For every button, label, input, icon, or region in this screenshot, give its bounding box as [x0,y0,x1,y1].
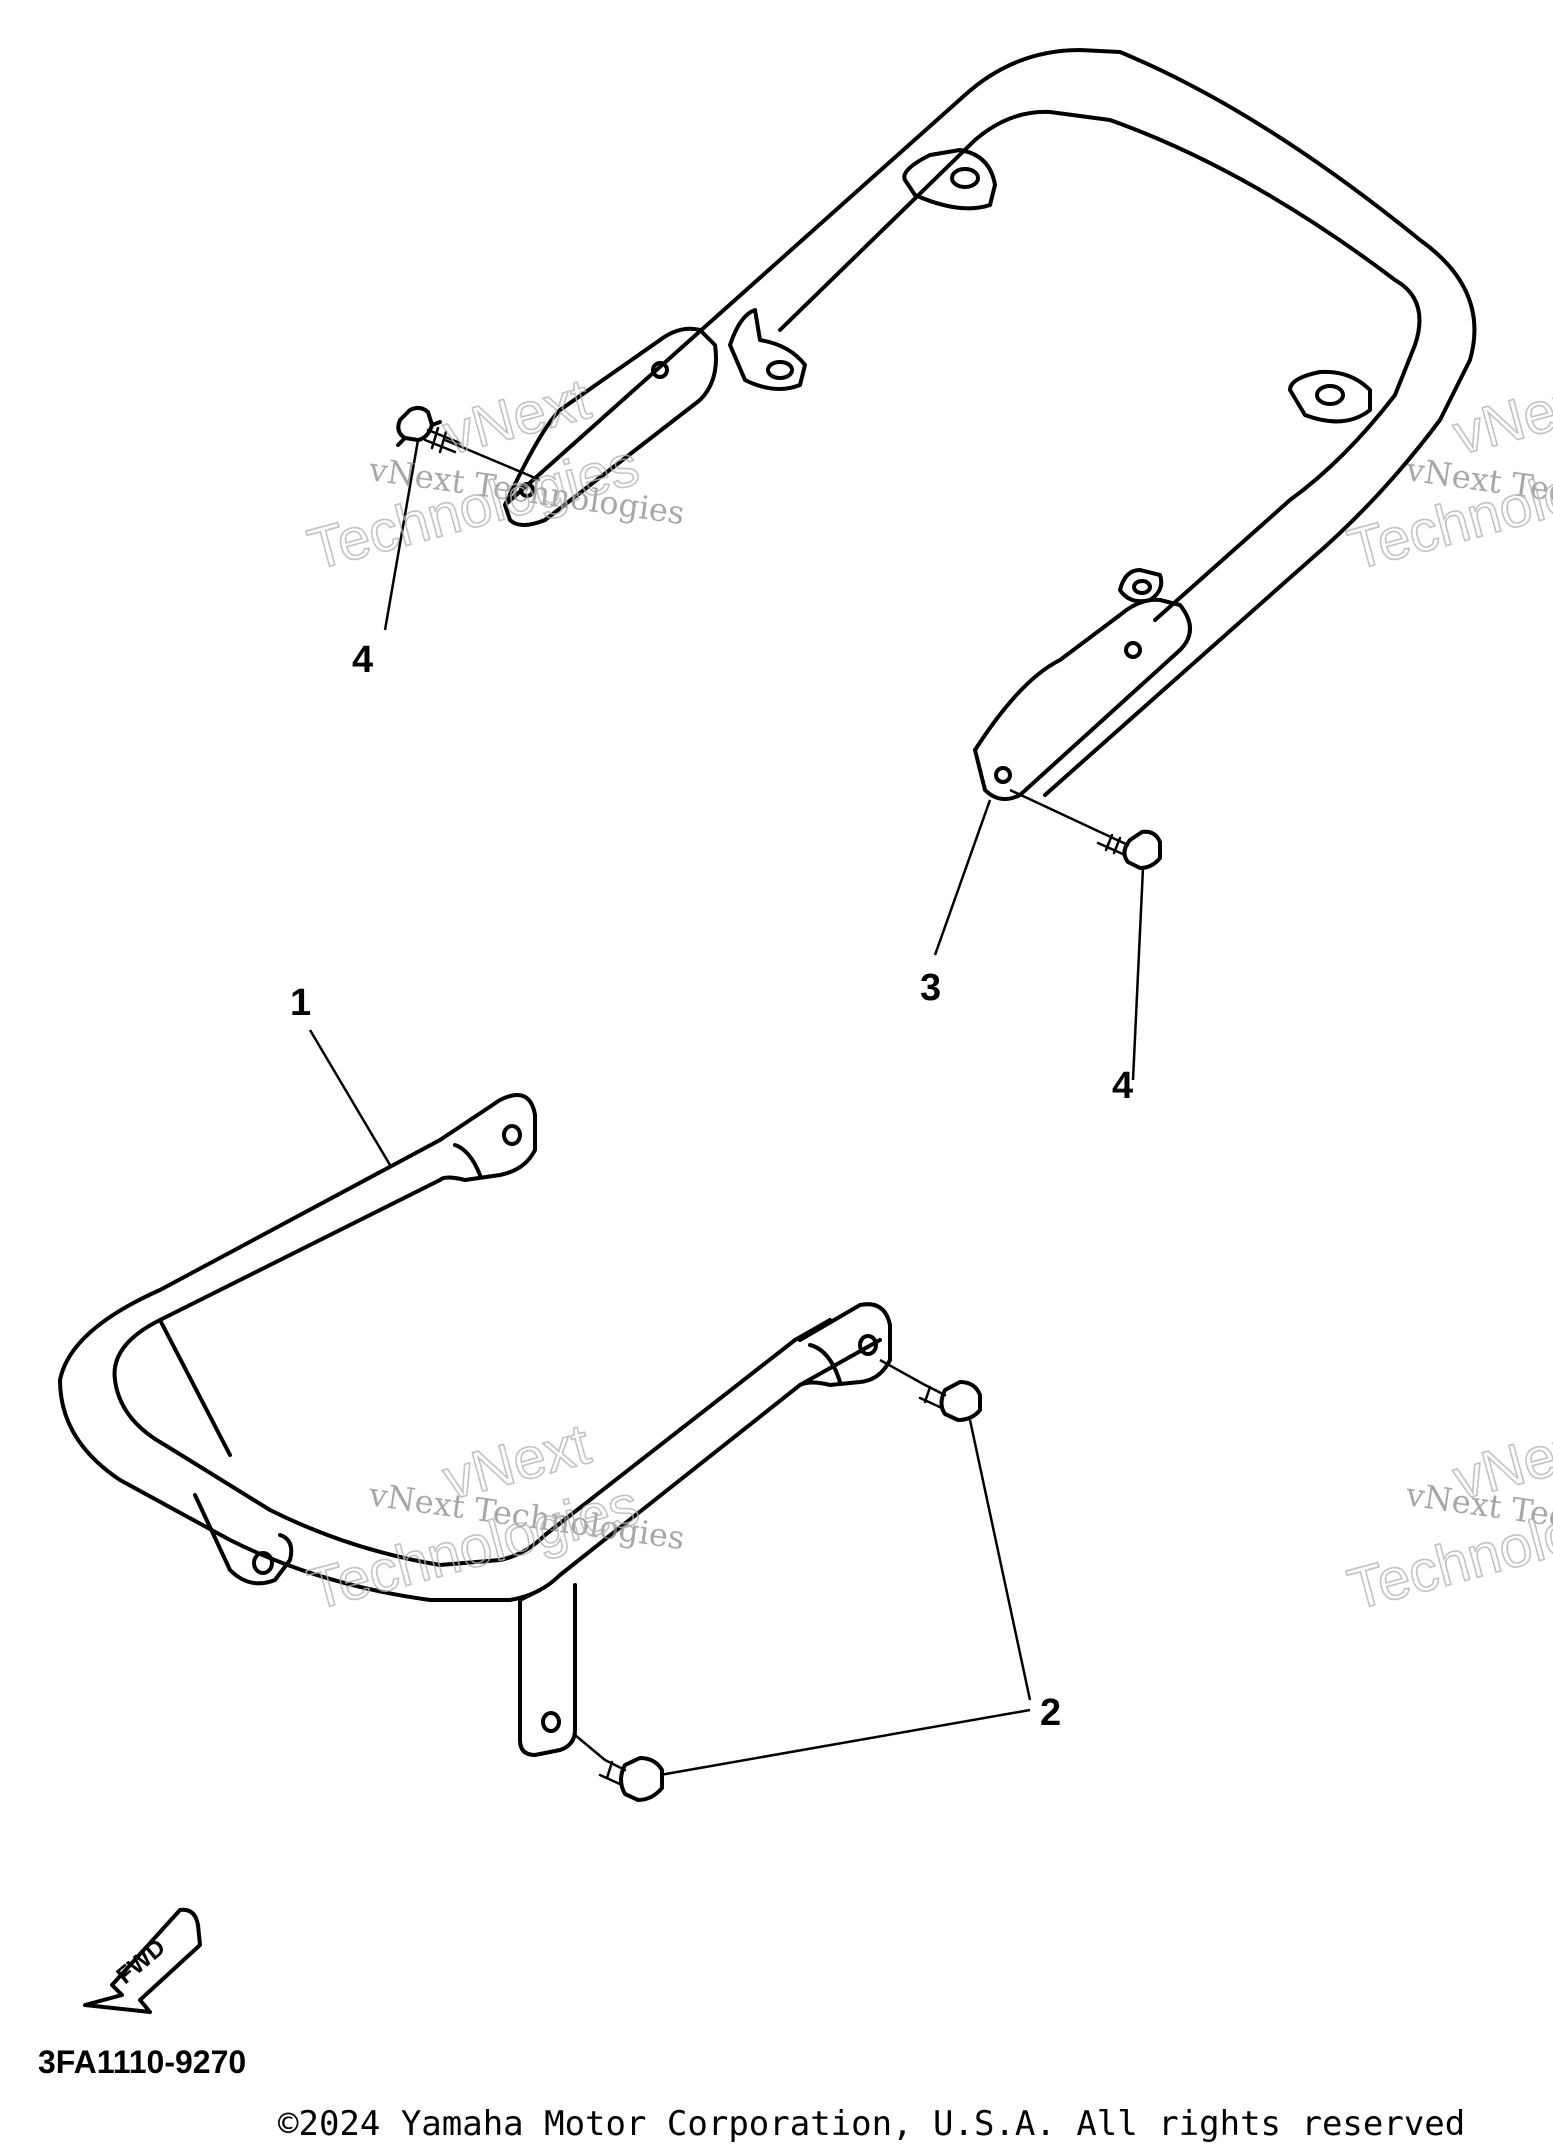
leader-lines [308,438,1145,1777]
bolt-part2-upper [918,1380,982,1422]
watermark-lower-right: vNext vNext Technologies Technologies [1341,1411,1553,1624]
copyright-notice: ©2024 Yamaha Motor Corporation, U.S.A. A… [278,2104,1465,2144]
bolt-part4-left [396,405,462,454]
diagram-code: 3FA1110-9270 [38,2044,246,2080]
bolt-part4-right [1096,829,1162,870]
callout-part-1: 1 [290,982,311,1024]
watermark-brand: vNext [1447,366,1553,467]
callout-part-3: 3 [920,967,941,1009]
watermark-lower-left: vNext vNext Technologies Technologies [301,1411,687,1624]
callout-part-2: 2 [1040,1692,1061,1734]
watermark-upper-left: vNext vNext Technologies Technologies [301,366,687,584]
callout-part-4-right: 4 [1112,1065,1133,1107]
front-guard-frame [58,1093,892,1757]
callout-part-4-left: 4 [352,639,373,681]
rear-guard-frame [503,48,1477,801]
fwd-arrow-icon: FWD [83,1907,202,2014]
bolt-part2-lower [598,1756,664,1802]
watermark-upper-right: vNext vNext Technologies Technologies [1341,366,1553,584]
